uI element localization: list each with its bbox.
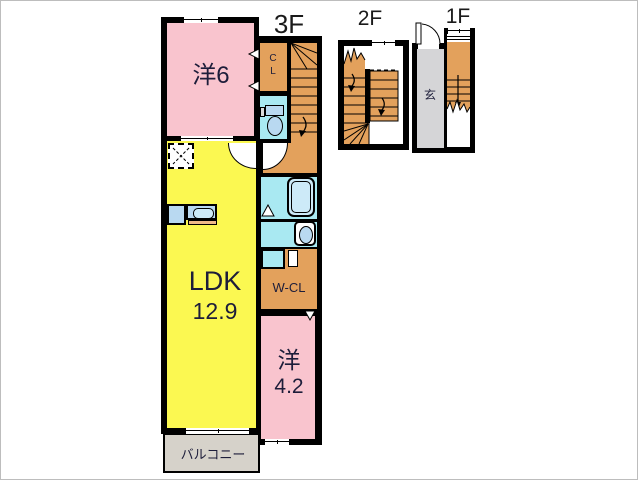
stairs-arrow-icon (348, 73, 355, 92)
fridge-space-icon (168, 143, 194, 169)
window-western42 (265, 439, 289, 445)
genkan-label: 玄 (423, 88, 436, 102)
window-balcony-door (186, 428, 249, 434)
room-ldk (167, 141, 256, 428)
washer-outlet-box (288, 250, 298, 267)
room-western6 (167, 23, 254, 136)
stairs-arrow-icon (378, 97, 385, 116)
kitchen-counter-icon (167, 204, 218, 225)
landing-1f (447, 125, 470, 147)
toilet-tank (265, 105, 284, 116)
window-2f (372, 40, 395, 46)
toilet-control-box (260, 107, 265, 117)
window-western6-top (184, 17, 218, 23)
plan-2f-interior (343, 46, 403, 145)
washing-machine-pan (261, 249, 285, 269)
entrance-door-icon (415, 22, 441, 45)
counter-sink-icon (186, 204, 217, 220)
stairs-1f-upper (447, 42, 470, 73)
window-1f (448, 28, 470, 34)
ldk-label: LDK 12.9 (181, 266, 249, 325)
balcony-label: バルコニー (180, 447, 246, 462)
ldk-size: 12.9 (192, 298, 238, 325)
genkan (417, 49, 444, 148)
counter-edge (188, 220, 217, 225)
western6-label: 洋6 (192, 62, 230, 89)
stove-icon (167, 204, 186, 225)
closet-cl (260, 43, 287, 91)
bathtub-icon (287, 177, 315, 217)
sliding-door-western6 (181, 136, 233, 141)
room-western42 (261, 316, 315, 439)
ldk-name: LDK (188, 266, 242, 296)
balcony (163, 433, 260, 473)
western42-label: 洋 4.2 (265, 348, 313, 399)
stairs-arrow-icon (299, 116, 307, 137)
closet-door-icons (247, 48, 259, 92)
wall-gap-entrance (418, 43, 439, 49)
toilet-icon (267, 116, 283, 136)
stairs-2f (343, 47, 399, 145)
room42-door-icon (304, 310, 316, 322)
stairs-3f-treads (291, 43, 317, 137)
sink-icon (294, 221, 316, 246)
western42-size: 4.2 (274, 374, 304, 398)
floor2-label: 2F (357, 7, 383, 30)
floor3-label: 3F (273, 9, 305, 39)
western42-name: 洋 (277, 347, 301, 373)
wcl-label: W-CL (272, 280, 306, 295)
floor1-label: 1F (445, 5, 471, 28)
bath-door-icon (261, 204, 275, 217)
cl-label: C L (269, 53, 277, 77)
stairs-1f (446, 73, 471, 125)
shoe-cabinet (447, 34, 470, 42)
